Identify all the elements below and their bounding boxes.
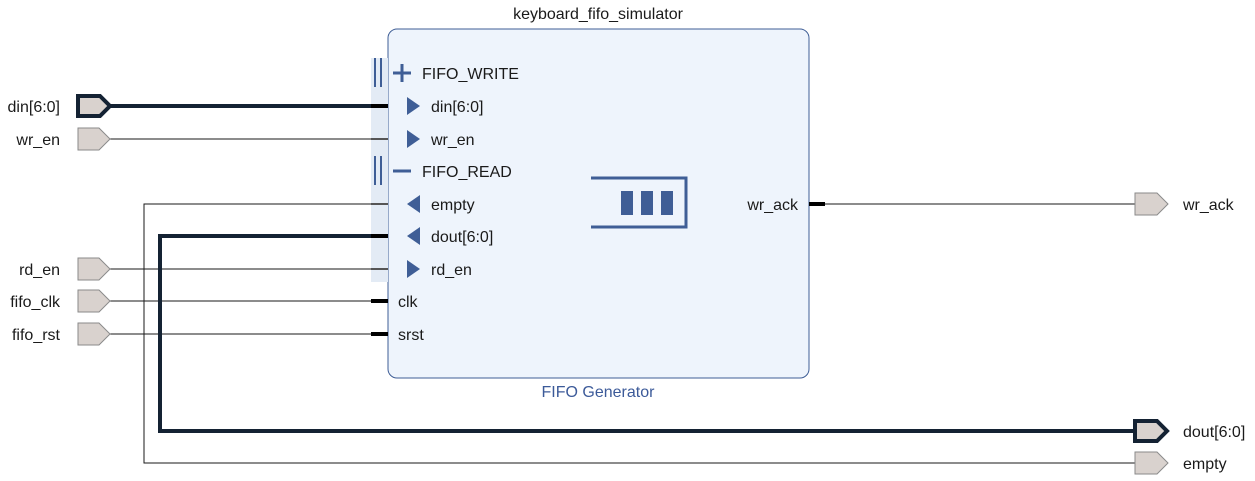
port-label-fifo-clk: fifo_clk: [10, 294, 61, 311]
pin-label-clk: clk: [398, 294, 419, 311]
port-label-wr-ack: wr_ack: [1182, 197, 1235, 214]
pin-label-empty: empty: [431, 197, 475, 214]
input-arrow-icon: [407, 97, 420, 115]
pin-label-rd-en: rd_en: [431, 262, 472, 279]
pin-srst[interactable]: srst: [371, 327, 424, 344]
port-wr-ack[interactable]: wr_ack: [1134, 192, 1235, 216]
pin-empty[interactable]: empty: [371, 195, 475, 214]
pin-label-wr-ack: wr_ack: [746, 197, 799, 214]
port-wr-en[interactable]: wr_en: [15, 127, 111, 151]
port-label-din: din[6:0]: [8, 99, 60, 116]
port-label-fifo-rst: fifo_rst: [12, 327, 61, 344]
pin-label-srst: srst: [398, 327, 424, 344]
pin-clk[interactable]: clk: [371, 294, 419, 311]
interface-fifo-read[interactable]: FIFO_READ: [374, 156, 512, 185]
interface-label-fifo-write: FIFO_WRITE: [422, 66, 519, 83]
interface-label-fifo-read: FIFO_READ: [422, 164, 512, 181]
pin-wr-en[interactable]: wr_en: [371, 130, 475, 149]
port-fifo-clk[interactable]: fifo_clk: [10, 289, 111, 313]
instance-name: keyboard_fifo_simulator: [513, 6, 684, 23]
fifo-icon: [591, 176, 688, 229]
pin-label-dout: dout[6:0]: [431, 229, 493, 246]
ip-name: FIFO Generator: [542, 384, 656, 401]
pin-wr-ack[interactable]: wr_ack: [746, 197, 825, 214]
pin-dout[interactable]: dout[6:0]: [371, 227, 493, 246]
port-empty[interactable]: empty: [1134, 451, 1227, 475]
pin-label-din: din[6:0]: [431, 99, 483, 116]
pin-label-wr-en: wr_en: [430, 132, 475, 149]
output-arrow-icon: [407, 195, 420, 213]
pin-din[interactable]: din[6:0]: [371, 97, 483, 116]
plus-icon[interactable]: [393, 64, 411, 82]
port-label-dout: dout[6:0]: [1183, 424, 1245, 441]
port-dout[interactable]: dout[6:0]: [1133, 419, 1245, 443]
input-arrow-icon: [407, 130, 420, 148]
interface-fifo-write[interactable]: FIFO_WRITE: [374, 58, 519, 87]
wire-empty[interactable]: [143, 203, 1135, 464]
port-label-wr-en: wr_en: [15, 132, 60, 149]
output-arrow-icon: [407, 227, 420, 245]
port-din[interactable]: din[6:0]: [8, 94, 113, 118]
port-label-rd-en: rd_en: [19, 262, 60, 279]
port-label-empty: empty: [1183, 456, 1227, 473]
input-arrow-icon: [407, 260, 420, 278]
port-rd-en[interactable]: rd_en: [19, 257, 111, 281]
wire-dout[interactable]: [158, 234, 1135, 433]
pin-rd-en[interactable]: rd_en: [371, 260, 472, 279]
port-fifo-rst[interactable]: fifo_rst: [12, 322, 111, 346]
interface-group-strip: [371, 58, 388, 282]
